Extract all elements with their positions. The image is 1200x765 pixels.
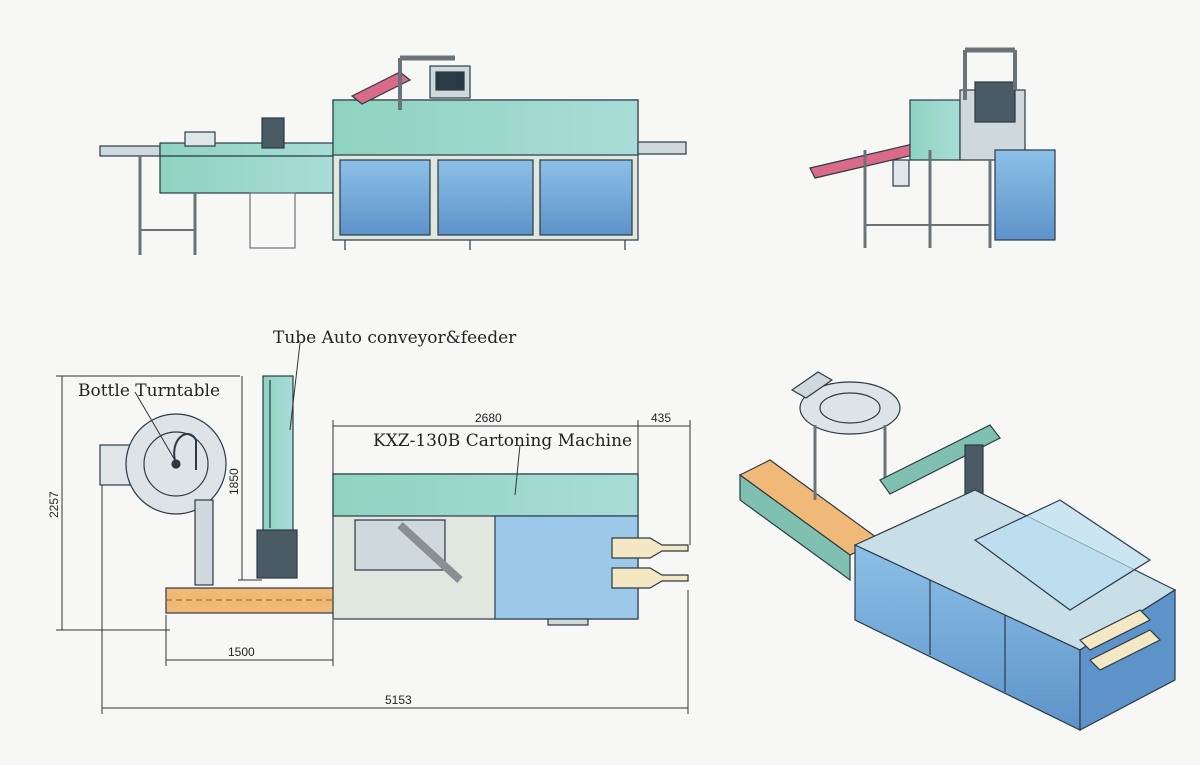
dimension-lines	[56, 342, 691, 714]
dim-machine-length: 2680	[475, 411, 502, 425]
iso-turntable	[799, 381, 901, 435]
label-tube-feeder: Tube Auto conveyor&feeder	[273, 328, 517, 348]
label-cartoning-machine: KXZ-130B Cartoning Machine	[373, 431, 632, 451]
dim-overall-height: 2257	[47, 491, 61, 518]
tube-feeder-column	[262, 375, 294, 532]
side-view	[809, 47, 1056, 248]
dim-infeed-length: 1500	[228, 645, 255, 659]
front-view	[99, 55, 687, 255]
label-bottle-turntable: Bottle Turntable	[78, 381, 220, 401]
dim-feeder-height: 1850	[227, 468, 241, 495]
isometric-view	[738, 371, 1177, 731]
dim-outfeed-length: 435	[651, 411, 671, 425]
plan-view	[99, 375, 689, 626]
front-infeed-conveyor	[99, 145, 161, 157]
dim-overall-length: 5153	[385, 693, 412, 707]
